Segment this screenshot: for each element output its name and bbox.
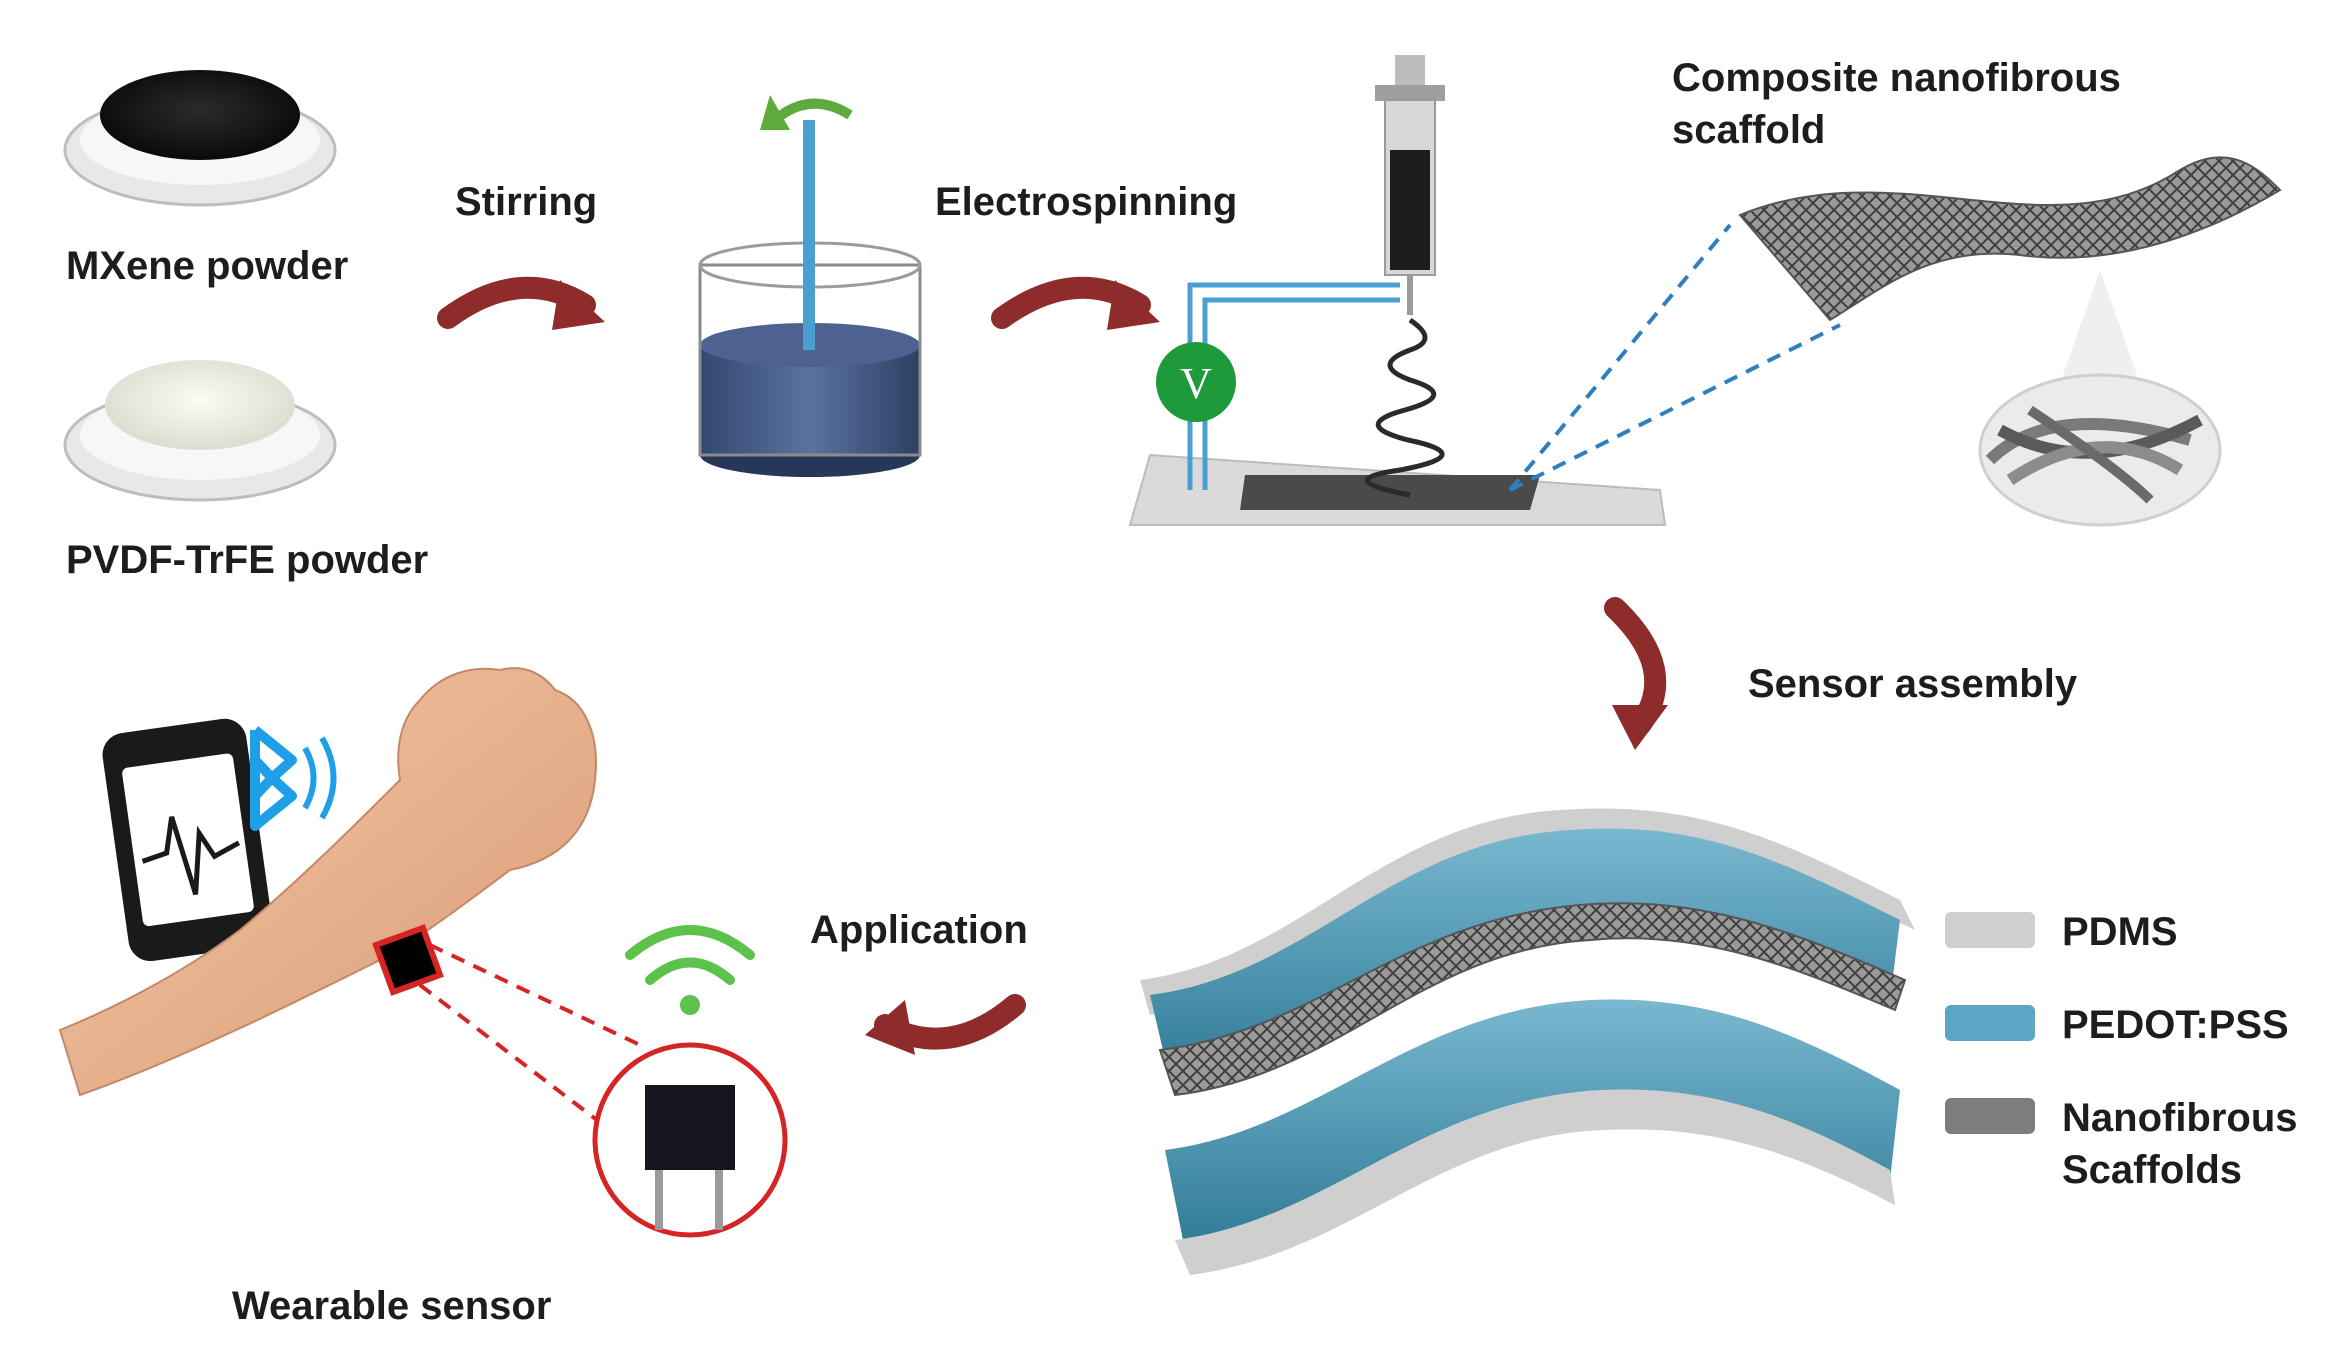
label-wearable-sensor: Wearable sensor	[232, 1284, 552, 1328]
zoom-lines	[1508, 223, 1841, 492]
legend-label-pdms: PDMS	[2062, 910, 2178, 954]
label-stirring: Stirring	[455, 180, 598, 224]
electrospinning-setup	[1128, 55, 1667, 526]
mxene-powder-dish	[63, 70, 337, 207]
wifi-icon	[625, 925, 755, 1015]
label-sensor-assembly: Sensor assembly	[1748, 662, 2078, 706]
legend-swatch-pedot-pss	[1945, 1005, 2035, 1041]
composite-scaffold-sheet	[1738, 156, 2282, 322]
voltage-symbol: V	[1180, 359, 1212, 408]
legend-label-pedot-pss: PEDOT:PSS	[2062, 1003, 2289, 1047]
sensor-on-wrist	[372, 924, 444, 996]
voltmeter-icon: V	[1156, 342, 1236, 422]
rotation-arrow-icon	[760, 95, 853, 130]
legend-label-nanofibrous-line2: Scaffolds	[2062, 1148, 2243, 1192]
label-pvdf-trfe-powder: PVDF-TrFE powder	[66, 538, 429, 582]
heartbeat-icon	[141, 816, 241, 896]
label-composite-scaffold-line1: Composite nanofibrous	[1672, 56, 2121, 100]
legend-label-nanofibrous-line1: Nanofibrous	[2062, 1096, 2298, 1140]
legend-swatch-pdms	[1945, 912, 2035, 948]
nanofiber-closeup	[1978, 270, 2222, 527]
legend	[1945, 912, 2035, 1134]
pvdf-powder-dish	[63, 360, 337, 502]
arrow-application	[865, 994, 1026, 1055]
sensor-callout	[418, 943, 788, 1238]
label-mxene-powder: MXene powder	[66, 244, 349, 288]
smartphone	[102, 718, 273, 962]
label-composite-scaffold-line2: scaffold	[1672, 108, 1826, 152]
label-application: Application	[810, 908, 1028, 952]
layered-sensor	[1140, 808, 1915, 1275]
label-composite-scaffold: Composite nanofibrous scaffold	[1672, 52, 2121, 156]
bluetooth-icon	[250, 726, 337, 831]
legend-swatch-nanofibrous-scaffolds	[1945, 1098, 2035, 1134]
arm	[58, 667, 597, 1097]
arrow-stirring	[437, 276, 605, 330]
legend-label-nanofibrous-scaffolds: Nanofibrous Scaffolds	[2062, 1092, 2298, 1196]
beaker	[698, 120, 922, 477]
arrow-sensor-assembly	[1604, 597, 1668, 750]
label-electrospinning: Electrospinning	[935, 180, 1238, 224]
arrow-electrospinning	[991, 276, 1160, 330]
